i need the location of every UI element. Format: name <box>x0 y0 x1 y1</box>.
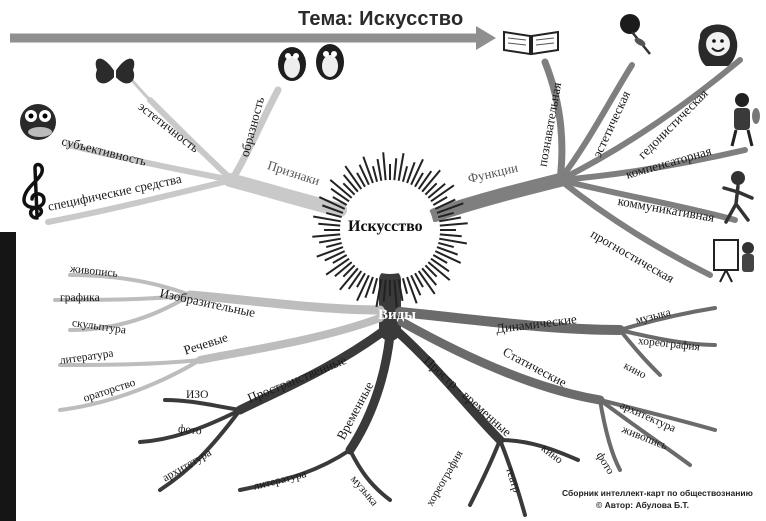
spatial-item: фото <box>177 424 202 438</box>
rose-icon <box>614 12 656 56</box>
spatial-item: ИЗО <box>186 390 208 402</box>
credit-author: © Автор: Абулова Б.Т. <box>596 500 689 510</box>
smiling-girl-icon <box>694 18 742 70</box>
sunburst-ray <box>331 189 349 202</box>
sunburst-ray <box>431 259 449 272</box>
open-book-icon <box>500 26 562 56</box>
sunburst-ray <box>312 234 340 236</box>
sunburst-ray <box>363 157 373 183</box>
sunburst-ray <box>349 271 362 289</box>
sunburst-ray <box>313 216 341 221</box>
visual-item: графика <box>60 293 100 305</box>
types-label: Виды <box>378 307 416 324</box>
sunburst-ray <box>373 166 377 181</box>
sunburst-ray <box>373 278 377 293</box>
sunburst-ray <box>335 262 352 276</box>
owl-painter-icon <box>16 98 62 142</box>
sunburst-ray <box>435 251 460 263</box>
treble-clef-icon <box>20 162 50 224</box>
sunburst-ray <box>438 243 453 247</box>
penguins-icon <box>272 40 352 82</box>
sunburst-ray <box>439 239 467 244</box>
sunburst-ray <box>318 224 340 226</box>
sunburst-ray <box>344 175 358 192</box>
sunburst-ray <box>399 153 404 181</box>
sunburst-ray <box>357 275 369 300</box>
sunburst-ray <box>383 152 385 180</box>
sunburst-ray <box>440 234 462 236</box>
painter-icon <box>710 234 760 284</box>
butterfly-icon <box>92 52 138 92</box>
sunburst-ray <box>411 159 423 184</box>
sunburst-ray <box>319 239 341 243</box>
sunburst-ray <box>419 171 432 189</box>
credit-collection: Сборник интеллект-карт по обществознанию <box>562 488 753 498</box>
center-label: Искусство <box>348 218 423 236</box>
map-title: Тема: Искусство <box>298 8 463 31</box>
sunburst-ray <box>428 184 445 198</box>
violinist-icon <box>722 90 762 150</box>
sunburst-ray <box>317 247 343 257</box>
running-people-icon <box>716 168 764 226</box>
sunburst-ray <box>377 159 381 181</box>
sunburst-ray <box>440 223 468 225</box>
sunburst-ray <box>407 277 417 303</box>
title-arrow-head <box>476 26 496 50</box>
sunburst-ray <box>422 268 436 285</box>
sunburst-ray <box>403 166 407 181</box>
sunburst-ray <box>394 158 396 180</box>
sunburst-ray <box>326 243 341 247</box>
sunburst-ray <box>403 278 407 293</box>
